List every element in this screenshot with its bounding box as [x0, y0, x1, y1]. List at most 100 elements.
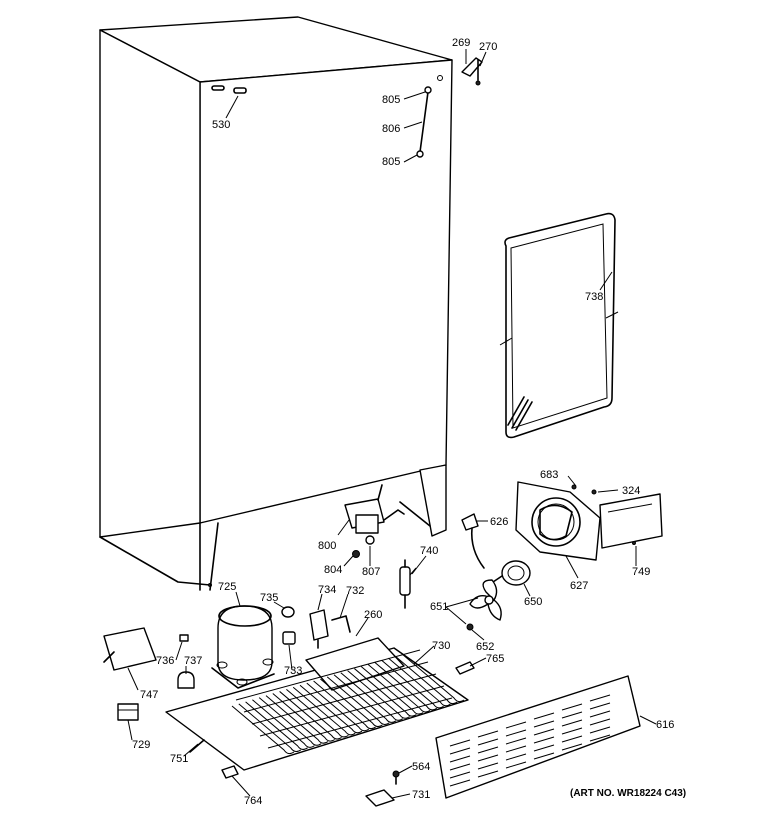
grommet-736	[179, 634, 189, 642]
coil-loop	[286, 688, 349, 738]
coil-loop	[367, 664, 431, 713]
art-number: (ART NO. WR18224 C43)	[570, 788, 686, 799]
label-740: 740	[420, 545, 438, 557]
grille-slot	[533, 736, 555, 744]
coil-rail	[259, 685, 445, 737]
coil-loop	[245, 701, 308, 750]
label-734: 734	[318, 584, 336, 596]
coil-loop	[401, 653, 465, 703]
grommet-737	[177, 671, 195, 689]
coil-loop	[340, 672, 404, 721]
coil-loop	[354, 668, 417, 717]
grille-slot	[505, 737, 527, 745]
grille-slot	[505, 761, 527, 769]
label-731: 731	[412, 789, 430, 801]
coil-loop	[238, 703, 302, 753]
condenser-760-base	[165, 637, 469, 771]
screw-564	[392, 770, 400, 785]
condenser-coil	[231, 649, 465, 755]
grille-slot	[589, 726, 611, 734]
grille-slot	[449, 779, 471, 787]
label-730: 730	[432, 640, 450, 652]
leveler-731	[365, 789, 395, 807]
coil-loop	[320, 678, 383, 728]
label-650: 650	[524, 596, 542, 608]
coil-loop	[347, 670, 410, 719]
grille-slots	[449, 694, 611, 787]
grille-slot	[533, 744, 555, 752]
door-gasket-738	[499, 212, 619, 439]
grille-slot	[561, 719, 583, 727]
coil-rail	[235, 649, 421, 701]
grille-slot	[589, 694, 611, 702]
grille-slot	[561, 727, 583, 735]
label-725: 725	[218, 581, 236, 593]
label-729: 729	[132, 739, 150, 751]
label-805a: 805	[382, 94, 400, 106]
grille-slot	[589, 718, 611, 726]
label-652: 652	[476, 641, 494, 653]
leader-lines	[127, 49, 657, 799]
coil-loop	[333, 674, 397, 723]
clip-765	[455, 661, 475, 675]
fan-motor-650	[489, 560, 531, 586]
relay-735	[281, 606, 295, 618]
grille-slot	[505, 745, 527, 753]
label-260: 260	[364, 609, 382, 621]
coil-loop	[306, 682, 370, 732]
label-764: 764	[244, 795, 262, 807]
grille-slot	[533, 720, 555, 728]
coil-loop	[388, 657, 451, 707]
coil-rail	[243, 661, 429, 713]
water-valve-800	[344, 484, 431, 558]
grille-slot	[561, 711, 583, 719]
part-labels: 269 270 805 806 805 530 738 683 324 626 …	[132, 37, 686, 807]
grille-slot	[589, 734, 611, 742]
bracket-732	[331, 615, 351, 633]
grille-slot	[477, 754, 499, 762]
label-738: 738	[585, 291, 603, 303]
label-800: 800	[318, 540, 336, 552]
grille-slot	[477, 730, 499, 738]
label-651: 651	[430, 601, 448, 613]
label-626: 626	[490, 516, 508, 528]
grille-slot	[589, 702, 611, 710]
label-683: 683	[540, 469, 558, 481]
coil-loop	[360, 666, 424, 715]
label-270: 270	[479, 41, 497, 53]
capacitor-734	[309, 609, 329, 649]
coil-loop	[265, 695, 329, 744]
label-751: 751	[170, 753, 188, 765]
grille-slot	[477, 770, 499, 778]
grille-slot	[449, 763, 471, 771]
coil-loop	[299, 684, 363, 734]
coil-loop	[272, 693, 336, 742]
grille-slot	[533, 712, 555, 720]
coil-loop	[313, 680, 376, 730]
grille-slot	[477, 738, 499, 746]
grille-slot	[533, 752, 555, 760]
coil-loop	[292, 686, 356, 736]
roller-764	[221, 765, 239, 779]
coil-rail	[267, 697, 453, 749]
label-732: 732	[346, 585, 364, 597]
cover-747	[103, 627, 157, 671]
label-564: 564	[412, 761, 430, 773]
overload-733	[282, 631, 296, 645]
cover-749	[599, 493, 663, 549]
label-530: 530	[212, 119, 230, 131]
coil-rail	[251, 673, 437, 725]
relay-729	[117, 703, 139, 721]
coil-loop	[381, 659, 444, 709]
compressor-725	[211, 605, 275, 689]
coil-loop	[326, 676, 390, 725]
grille-slot	[561, 703, 583, 711]
coil-loop	[258, 697, 322, 746]
grille-slot	[477, 746, 499, 754]
label-269: 269	[452, 37, 470, 49]
label-805b: 805	[382, 156, 400, 168]
grille-slot	[589, 710, 611, 718]
grille-slot	[533, 728, 555, 736]
